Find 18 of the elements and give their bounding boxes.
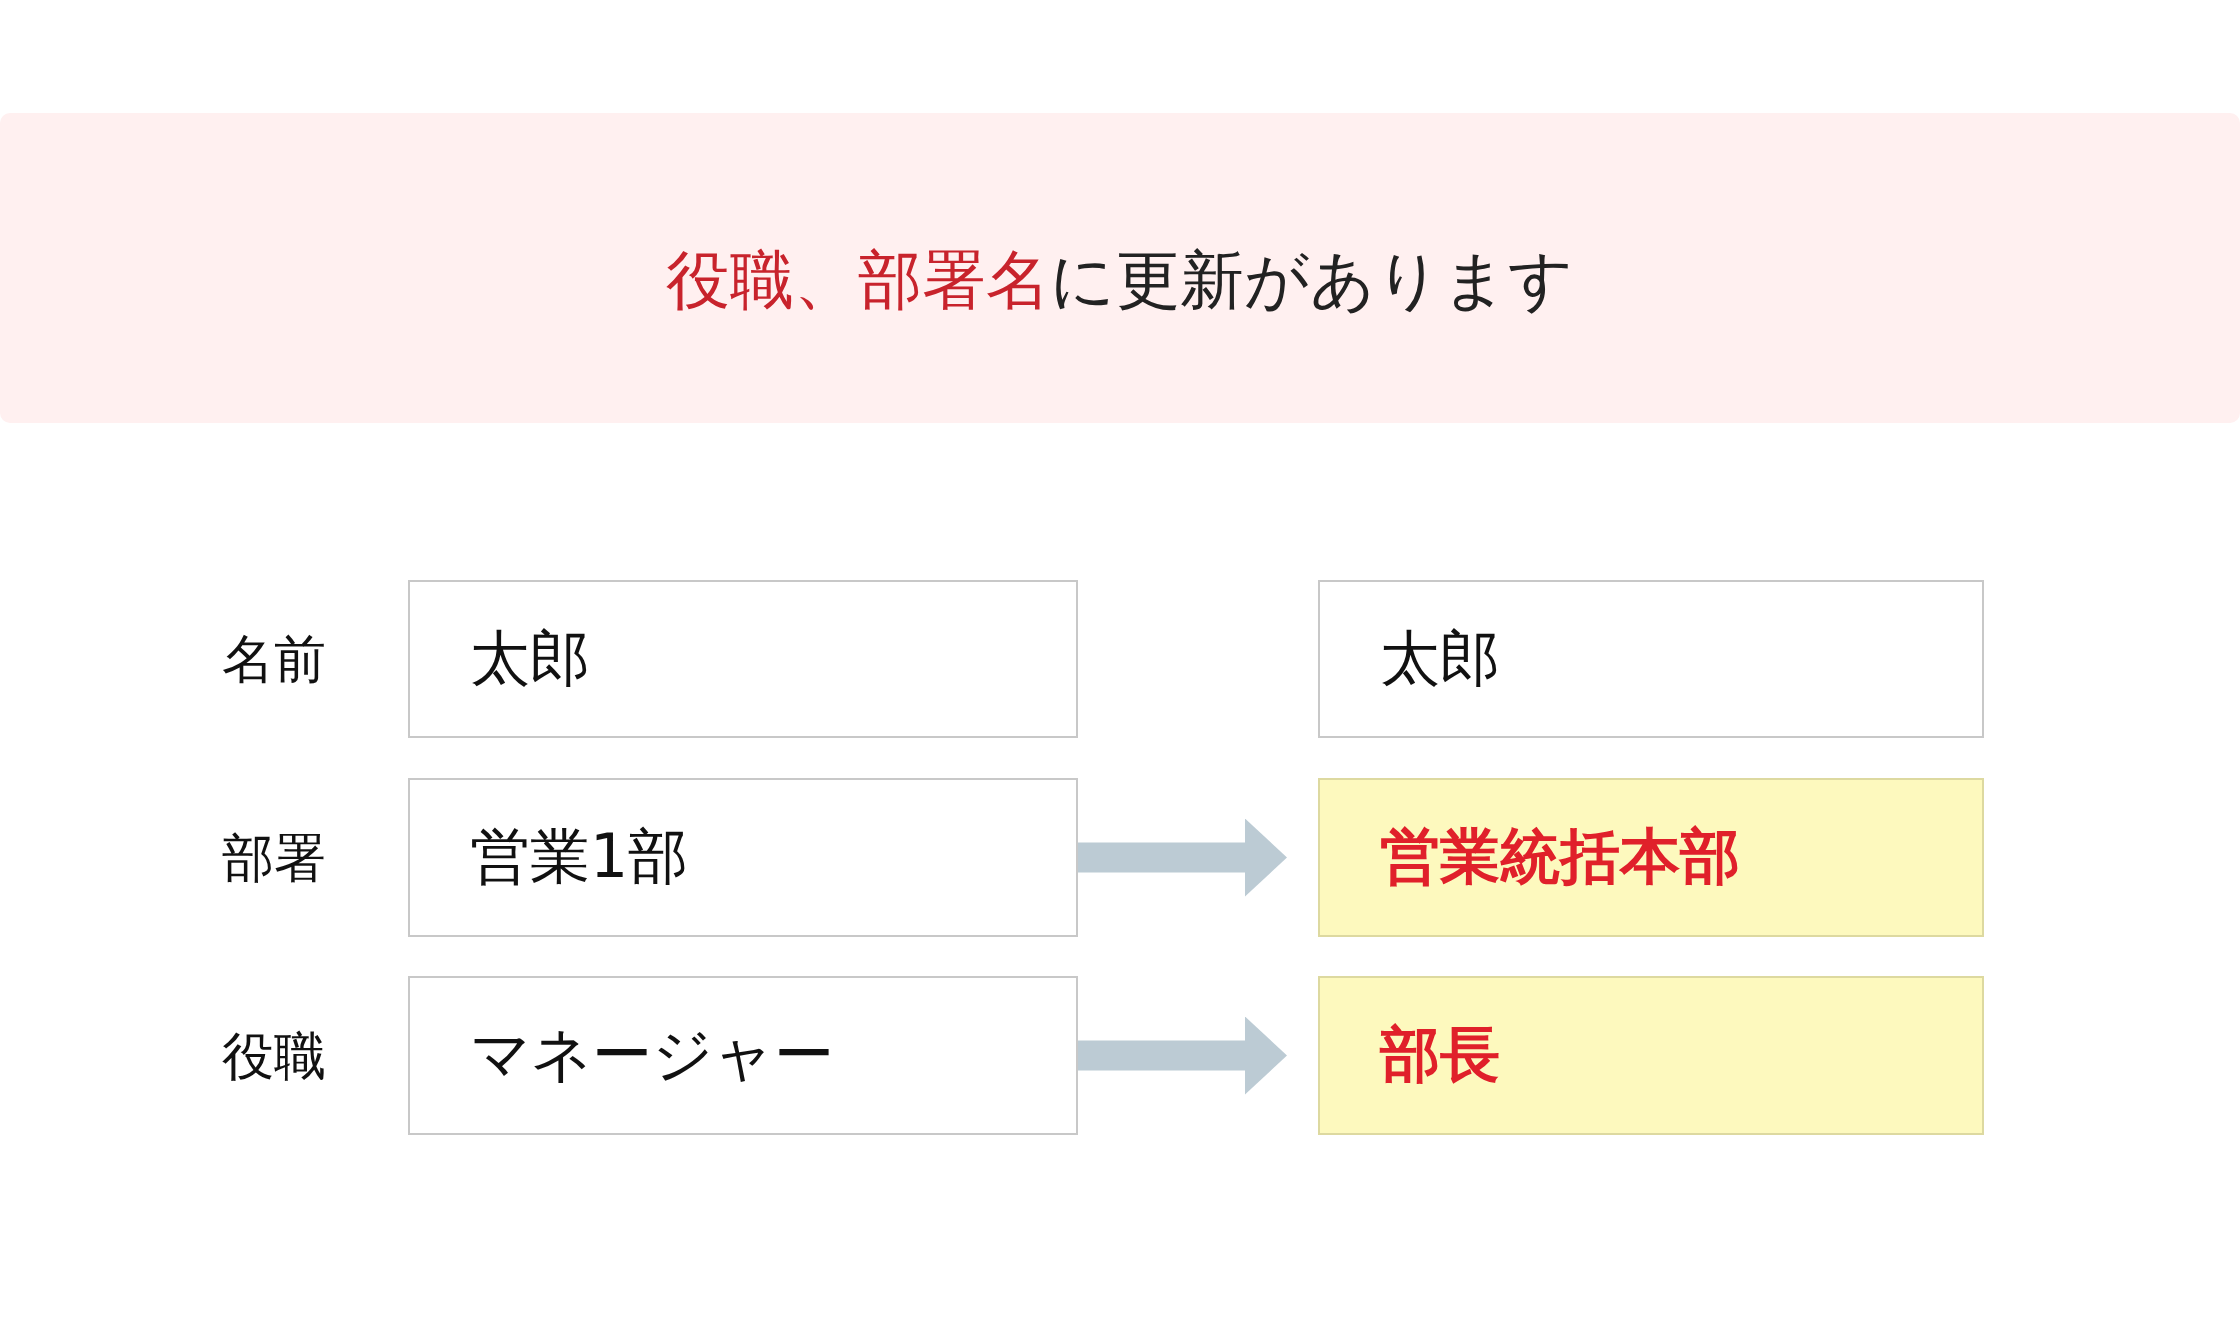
row-label: 名前: [222, 628, 326, 691]
field-value: 太郎: [470, 621, 590, 695]
text-field: [408, 976, 1078, 1135]
text-field: [1318, 778, 1984, 937]
text-field: [1318, 976, 1984, 1135]
text-field: [1318, 580, 1984, 738]
field-value: 太郎: [1380, 621, 1500, 695]
row-label: 役職: [222, 1025, 326, 1088]
field-value: 営業1部: [470, 820, 689, 893]
title: 役職、部署名に更新があります: [665, 242, 1575, 319]
arrow: [1078, 1016, 1287, 1095]
arrow: [1078, 818, 1287, 897]
field-value: 営業統括本部: [1380, 820, 1740, 893]
text-field: [408, 580, 1078, 738]
text-field: [408, 778, 1078, 937]
row-label: 部署: [222, 827, 326, 890]
field-value: 部長: [1380, 1018, 1500, 1091]
field-value: マネージャー: [470, 1018, 834, 1091]
